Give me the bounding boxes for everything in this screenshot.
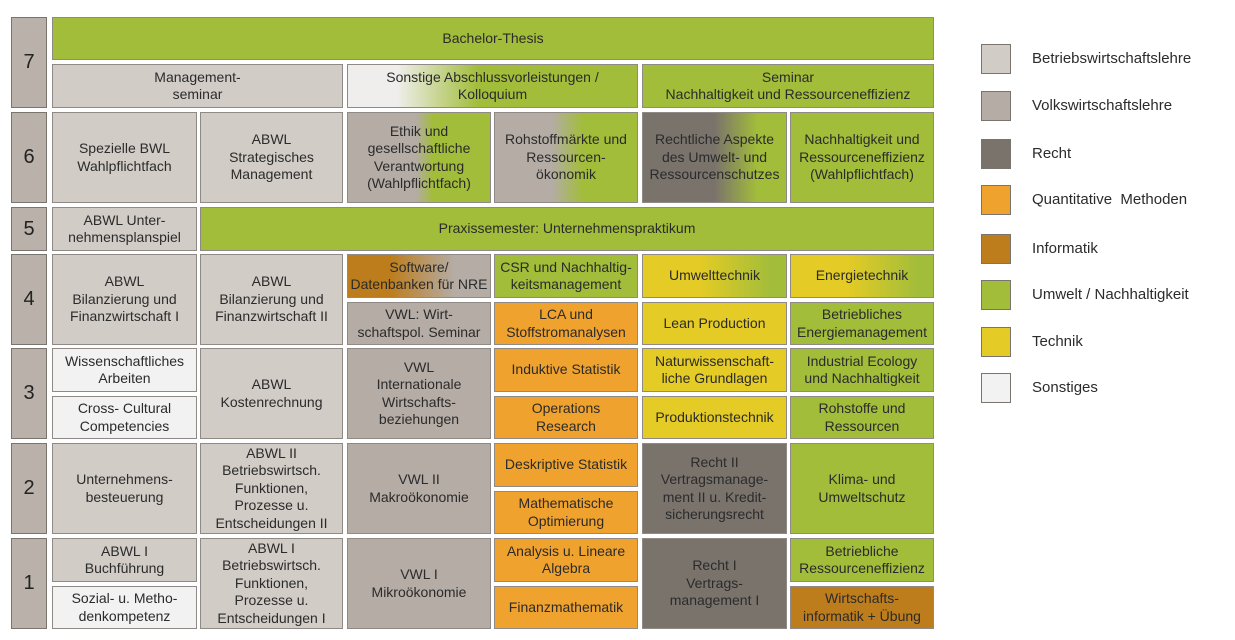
legend-swatch-bwl <box>981 44 1011 74</box>
module-abwl-1: ABWL I Betriebswirtsch. Funktionen, Proz… <box>200 538 343 629</box>
legend-label-sonstiges: Sonstiges <box>1032 379 1098 396</box>
module-sozial-methodenkompetenz: Sozial- u. Metho- denkompetenz <box>52 586 197 629</box>
module-vwl-wirtschaftspol-seminar: VWL: Wirt- schaftspol. Seminar <box>347 302 491 345</box>
module-wissenschaftliches-arbeiten: Wissenschaftliches Arbeiten <box>52 348 197 392</box>
legend-swatch-technik <box>981 327 1011 357</box>
module-produktionstechnik: Produktionstechnik <box>642 396 787 439</box>
module-cross-cultural: Cross- Cultural Competencies <box>52 396 197 439</box>
module-rechtliche-aspekte: Rechtliche Aspekte des Umwelt- und Resso… <box>642 112 787 203</box>
legend-label-quantitative-methoden: Quantitative Methoden <box>1032 191 1188 208</box>
module-abwl-strategisches-management: ABWL Strategisches Management <box>200 112 343 203</box>
module-software-datenbanken: Software/ Datenbanken für NRE <box>347 254 491 298</box>
module-seminar-nachhaltigkeit: Seminar Nachhaltigkeit und Ressourceneff… <box>642 64 934 108</box>
module-induktive-statistik: Induktive Statistik <box>494 348 638 392</box>
module-abwl-bilanzierung-1: ABWL Bilanzierung und Finanzwirtschaft I <box>52 254 197 345</box>
module-vwl-1: VWL I Mikroökonomie <box>347 538 491 629</box>
module-recht-1: Recht I Vertrags- management I <box>642 538 787 629</box>
module-vwl-internationale: VWL Internationale Wirtschafts- beziehun… <box>347 348 491 439</box>
module-sonstige-abschlussvorleistungen: Sonstige Abschlussvorleistungen / Kolloq… <box>347 64 638 108</box>
module-recht-2: Recht II Vertragsmanage- ment II u. Kred… <box>642 443 787 534</box>
semester-1-label: 1 <box>11 538 47 629</box>
module-naturwissenschaftliche-grundlagen: Naturwissenschaft- liche Grundlagen <box>642 348 787 392</box>
legend-swatch-quantitative-methoden <box>981 185 1011 215</box>
module-unternehmensbesteuerung: Unternehmens- besteuerung <box>52 443 197 534</box>
module-abwl-buchfuehrung: ABWL I Buchführung <box>52 538 197 582</box>
legend-label-informatik: Informatik <box>1032 240 1098 257</box>
module-operations-research: Operations Research <box>494 396 638 439</box>
legend-label-recht: Recht <box>1032 145 1072 162</box>
legend-label-umwelt-nachhaltigkeit: Umwelt / Nachhaltigkeit <box>1032 286 1189 303</box>
module-rohstoffmaerkte: Rohstoffmärkte und Ressourcen- ökonomik <box>494 112 638 203</box>
module-umwelttechnik: Umwelttechnik <box>642 254 787 298</box>
module-praxissemester: Praxissemester: Unternehmenspraktikum <box>200 207 934 251</box>
legend-item-recht: Recht <box>981 139 1231 171</box>
legend-swatch-sonstiges <box>981 373 1011 403</box>
legend-item-technik: Technik <box>981 327 1231 359</box>
legend-item-bwl: Betriebswirtschaftslehre <box>981 44 1231 76</box>
legend-label-bwl: Betriebswirtschaftslehre <box>1032 50 1192 67</box>
module-vwl-2: VWL II Makroökonomie <box>347 443 491 534</box>
module-rohstoffe-ressourcen: Rohstoffe und Ressourcen <box>790 396 934 439</box>
legend-swatch-recht <box>981 139 1011 169</box>
module-nachhaltigkeit-wahlpflicht: Nachhaltigkeit und Ressourceneffizienz (… <box>790 112 934 203</box>
semester-6-label: 6 <box>11 112 47 203</box>
legend-item-informatik: Informatik <box>981 234 1231 266</box>
legend-label-vwl: Volkswirtschaftslehre <box>1032 97 1173 114</box>
module-abwl-planspiel: ABWL Unter- nehmensplanspiel <box>52 207 197 251</box>
module-klima-umweltschutz: Klima- und Umweltschutz <box>790 443 934 534</box>
module-abwl-kostenrechnung: ABWL Kostenrechnung <box>200 348 343 439</box>
module-wirtschaftsinformatik: Wirtschafts- informatik + Übung <box>790 586 934 629</box>
module-finanzmathematik: Finanzmathematik <box>494 586 638 629</box>
semester-7-label: 7 <box>11 17 47 108</box>
legend-item-sonstiges: Sonstiges <box>981 373 1231 405</box>
module-spezielle-bwl: Spezielle BWL Wahlpflichtfach <box>52 112 197 203</box>
semester-3-label: 3 <box>11 348 47 439</box>
legend-item-vwl: Volkswirtschaftslehre <box>981 91 1231 123</box>
module-energietechnik: Energietechnik <box>790 254 934 298</box>
module-industrial-ecology: Industrial Ecology und Nachhaltigkeit <box>790 348 934 392</box>
legend-swatch-umwelt-nachhaltigkeit <box>981 280 1011 310</box>
module-mathematische-optimierung: Mathematische Optimierung <box>494 491 638 534</box>
module-abwl-2: ABWL II Betriebswirtsch. Funktionen, Pro… <box>200 443 343 534</box>
legend-item-quantitative-methoden: Quantitative Methoden <box>981 185 1231 217</box>
module-lean-production: Lean Production <box>642 302 787 345</box>
module-deskriptive-statistik: Deskriptive Statistik <box>494 443 638 487</box>
semester-2-label: 2 <box>11 443 47 534</box>
module-management-seminar: Management- seminar <box>52 64 343 108</box>
legend-swatch-vwl <box>981 91 1011 121</box>
module-analysis-lineare-algebra: Analysis u. Lineare Algebra <box>494 538 638 582</box>
module-betriebliche-ressourceneffizienz: Betriebliche Ressourceneffizienz <box>790 538 934 582</box>
module-csr: CSR und Nachhaltig- keitsmanagement <box>494 254 638 298</box>
module-lca: LCA und Stoffstromanalysen <box>494 302 638 345</box>
semester-5-label: 5 <box>11 207 47 251</box>
legend-label-technik: Technik <box>1032 333 1083 350</box>
semester-4-label: 4 <box>11 254 47 345</box>
module-bachelor-thesis: Bachelor-Thesis <box>52 17 934 60</box>
legend-item-umwelt-nachhaltigkeit: Umwelt / Nachhaltigkeit <box>981 280 1231 312</box>
legend-swatch-informatik <box>981 234 1011 264</box>
module-energiemanagement: Betriebliches Energiemanagement <box>790 302 934 345</box>
module-ethik: Ethik und gesellschaftliche Verantwortun… <box>347 112 491 203</box>
module-abwl-bilanzierung-2: ABWL Bilanzierung und Finanzwirtschaft I… <box>200 254 343 345</box>
